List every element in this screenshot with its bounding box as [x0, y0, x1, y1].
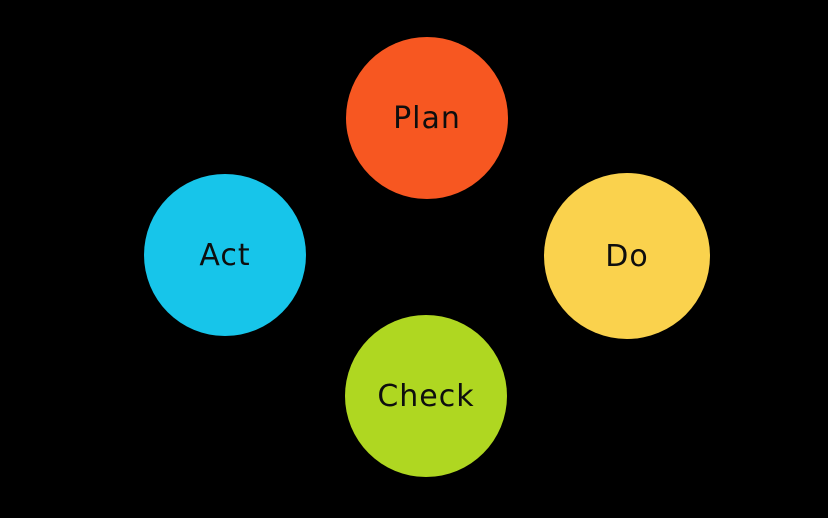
node-act-label: Act	[199, 237, 251, 273]
node-do-label: Do	[605, 238, 649, 274]
node-plan: Plan	[346, 37, 508, 199]
node-check-label: Check	[377, 378, 475, 414]
node-plan-label: Plan	[393, 100, 461, 136]
node-act: Act	[144, 174, 306, 336]
node-check: Check	[345, 315, 507, 477]
node-do: Do	[544, 173, 710, 339]
